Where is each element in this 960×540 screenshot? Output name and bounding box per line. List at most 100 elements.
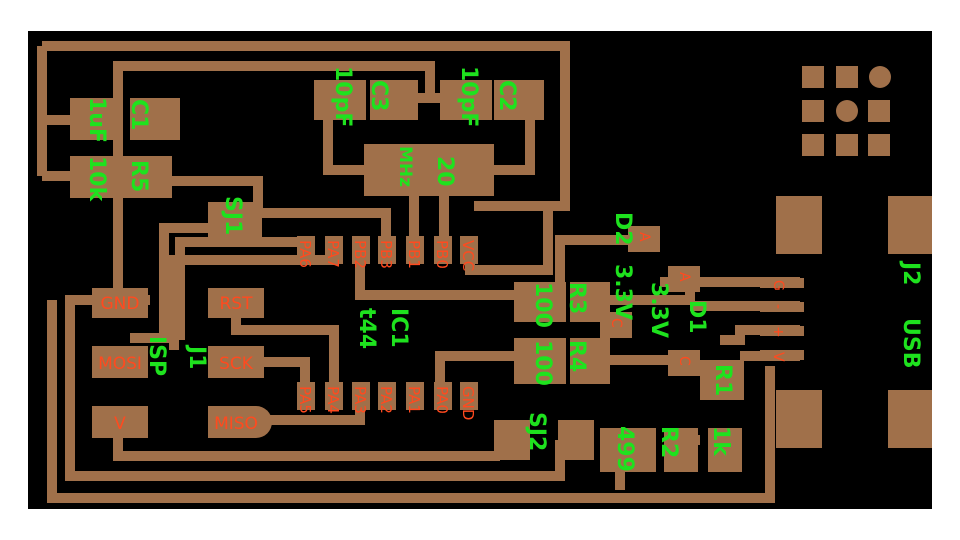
ic1-pin-label-pb0: PB0: [433, 240, 451, 269]
label-r5-value: 10k: [84, 156, 109, 203]
isp-pad-gnd: [92, 288, 148, 318]
r5-pad-right: [122, 156, 172, 198]
usb-mount-pad-4: [888, 390, 932, 448]
label-r1-value: 1k: [708, 426, 733, 457]
sj2-pad-left: [494, 420, 530, 460]
label-c1-value: 1uF: [84, 97, 109, 143]
isp-pad-rst: [208, 288, 264, 318]
isp-pad-sck: [208, 346, 264, 378]
usb-pad-minus: [760, 302, 804, 312]
label-sj2: SJ2: [524, 412, 549, 451]
usb-mount-pad-3: [776, 390, 822, 448]
label-r4-value: 100: [530, 340, 555, 386]
ic1-pin-label-pa3: PA3: [351, 386, 369, 414]
d2-anode-label: A: [636, 232, 652, 242]
grid-pad-5: [836, 100, 858, 122]
ic1-pin-label-pb2: PB2: [351, 240, 369, 269]
grid-pad-2: [836, 66, 858, 88]
ic1-pin-pa4: [325, 382, 343, 410]
ic1-pin-pa3: [352, 382, 370, 410]
r4-pad-top: [514, 338, 566, 384]
ic1-pin-label-pa7: PA7: [324, 240, 342, 268]
ic1-pin-label-pa0: PA0: [433, 386, 451, 414]
c2-pad-left: [440, 80, 492, 120]
label-d1-ref: D1: [684, 300, 709, 334]
usb-mount-pad-2: [888, 196, 932, 254]
ic1-pin-label-pa6: PA6: [296, 240, 314, 268]
label-c3-value: 10pF: [330, 66, 355, 127]
ic1-pin-pa7: [325, 236, 343, 264]
r5-pad-left: [70, 156, 120, 198]
isp-label-rst: RST: [220, 294, 254, 314]
grid-pad-4: [802, 100, 824, 122]
c2-pad-right: [494, 80, 544, 120]
label-r4-ref: R4: [564, 340, 589, 372]
ic1-pin-vcc: [460, 236, 478, 264]
ic1-pin-pb2: [352, 236, 370, 264]
ic1-pin-pb1: [406, 236, 424, 264]
d2-pad-anode: [628, 226, 660, 252]
label-j1-value: ISP: [144, 336, 169, 376]
label-r3-value: 100: [530, 282, 555, 328]
grid-pad-6: [868, 100, 890, 122]
ic1-pin-pa2: [378, 382, 396, 410]
d1-pad-anode: [668, 266, 700, 292]
label-ic1-value: t44: [354, 308, 379, 349]
label-crystal-value: 20: [432, 156, 457, 187]
ic1-pin-pa0: [434, 382, 452, 410]
isp-label-mosi: MOSI: [98, 354, 142, 374]
ic1-pin-pa1: [406, 382, 424, 410]
c3-pad-left: [314, 80, 366, 120]
d1-cathode-label: C: [676, 356, 692, 366]
grid-pad-1: [802, 66, 824, 88]
label-d2-value: 3.3V: [610, 264, 635, 320]
label-j2: J2: [898, 260, 923, 286]
grid-pad-7: [802, 134, 824, 156]
isp-label-sck: SCK: [219, 354, 254, 374]
r1-r2-pad: [708, 428, 742, 472]
sj1-pad: [208, 202, 262, 238]
label-r3-ref: R3: [564, 282, 589, 314]
ic1-pin-label-pb3: PB3: [377, 240, 395, 269]
label-c2-value: 10pF: [456, 66, 481, 127]
usb-pad-v: [760, 350, 804, 360]
ic1-pin-gnd: [460, 382, 478, 410]
ic1-pin-label-gnd: GND: [459, 386, 477, 420]
isp-label-gnd: GND: [101, 294, 140, 314]
label-crystal-unit: MHz: [395, 146, 415, 187]
grid-pad-8: [836, 134, 858, 156]
c1-pad-right: [130, 98, 180, 140]
r1-pad: [700, 360, 744, 400]
isp-label-miso: MISO: [214, 414, 258, 434]
r2-pad-right: [664, 428, 698, 472]
d1-pad-cathode: [668, 350, 700, 376]
ic1-pin-label-pa1: PA1: [405, 386, 423, 414]
c1-pad-left: [70, 98, 120, 140]
usb-pad-g: [760, 278, 804, 288]
sj2-pad-right: [558, 420, 594, 460]
label-r1-ref: R1: [710, 364, 735, 396]
usb-label-minus: -: [770, 304, 786, 309]
c3-pad-right: [370, 80, 418, 120]
label-r5-ref: R5: [126, 160, 151, 192]
ic1-pin-label-pa5: PA5: [296, 386, 314, 414]
label-j1-ref: J1: [184, 344, 209, 370]
grid-pad-3: [869, 66, 891, 88]
label-j2-value: USB: [898, 318, 923, 368]
ic1-pin-pa5: [297, 382, 315, 410]
ic1-pin-label-pa4: PA4: [324, 386, 342, 414]
ic1-pin-label-pb1: PB1: [405, 240, 423, 269]
label-c1-ref: C1: [126, 99, 151, 130]
label-r2-ref: R2: [656, 426, 681, 458]
r2-pad-left: [600, 428, 656, 472]
ic1-pin-label-vcc: VCC: [459, 240, 477, 271]
r3-pad-top: [514, 282, 566, 322]
usb-label-v: V: [770, 352, 786, 362]
label-c2-ref: C2: [494, 80, 519, 111]
crystal-pad-right: [432, 144, 494, 196]
label-d2-ref: D2: [610, 212, 635, 246]
usb-label-plus: +: [770, 326, 786, 338]
usb-mount-pad-1: [776, 196, 822, 254]
ic1-pin-label-pa2: PA2: [377, 386, 395, 414]
